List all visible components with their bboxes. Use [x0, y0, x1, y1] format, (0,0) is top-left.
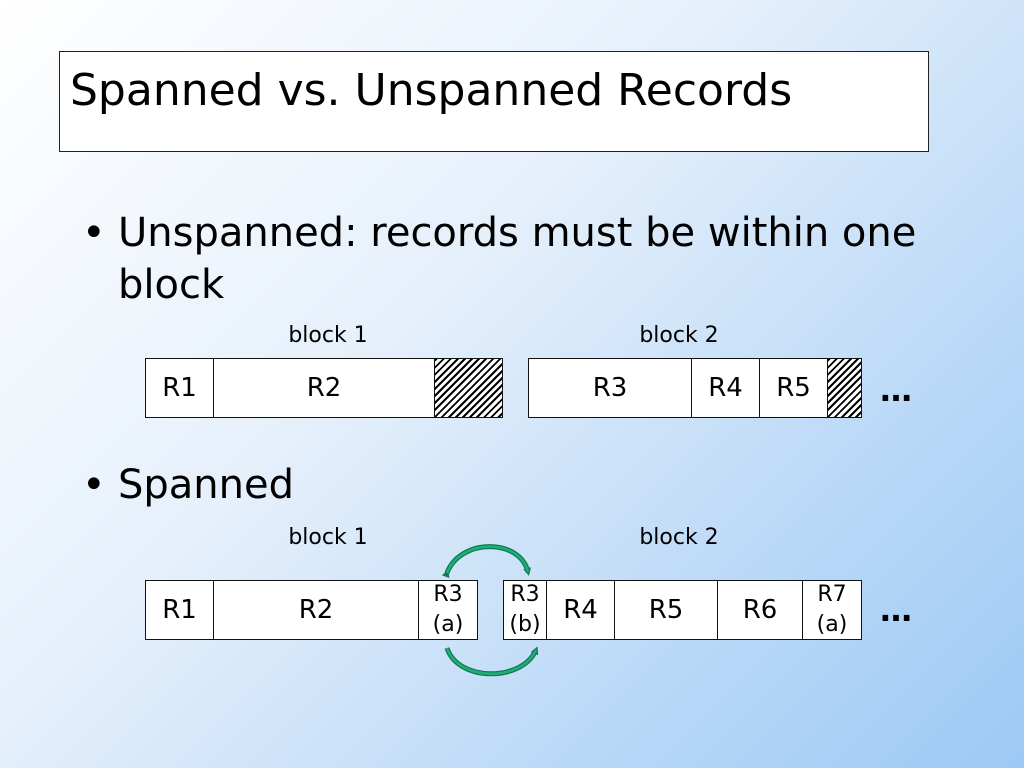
arrow-top-curve [441, 544, 531, 579]
unspanned-block1-label: block 1 [288, 323, 368, 348]
spanned-fragment-r7a: R7 (a) [802, 580, 862, 640]
unspanned-block2-unused-space [827, 358, 862, 418]
bullet-marker-spanned: • [82, 462, 106, 508]
fragment-r3b-part: (b) [509, 612, 541, 637]
fragment-r7a-part: (a) [816, 612, 848, 637]
arrow-bottom-curve [444, 646, 539, 677]
unspanned-record-r2: R2 [213, 358, 435, 418]
spanned-record-r1: R1 [145, 580, 214, 640]
unspanned-block1-unused-space [434, 358, 503, 418]
fragment-r3a-name: R3 [433, 582, 463, 607]
fragment-r7a-name: R7 [817, 582, 847, 607]
unspanned-record-r5: R5 [759, 358, 828, 418]
spanned-record-r4: R4 [546, 580, 615, 640]
bullet-text-unspanned: Unspanned: records must be within one bl… [118, 210, 917, 308]
arrow-top-curve-fill [445, 545, 530, 574]
bullet-text-spanned: Spanned [118, 462, 294, 508]
bullet-marker-unspanned: • [82, 210, 106, 256]
spanned-record-r2: R2 [213, 580, 419, 640]
fragment-r3b-name: R3 [510, 582, 540, 607]
spanned-record-r5: R5 [614, 580, 718, 640]
spanned-fragment-r3a: R3 (a) [418, 580, 478, 640]
title-box: Spanned vs. Unspanned Records [59, 51, 929, 152]
fragment-r3a-part: (a) [432, 612, 464, 637]
spanned-fragment-r3b: R3 (b) [503, 580, 547, 640]
spanned-block1-label: block 1 [288, 525, 368, 550]
slide-title: Spanned vs. Unspanned Records [70, 65, 793, 116]
spanned-record-r6: R6 [717, 580, 803, 640]
arrow-bottom-curve-fill [445, 647, 538, 675]
unspanned-ellipsis: … [880, 371, 913, 409]
unspanned-record-r4: R4 [691, 358, 760, 418]
spanned-ellipsis: … [880, 591, 913, 629]
spanned-block2-label: block 2 [639, 525, 719, 550]
unspanned-block2-label: block 2 [639, 323, 719, 348]
unspanned-record-r3: R3 [528, 358, 692, 418]
